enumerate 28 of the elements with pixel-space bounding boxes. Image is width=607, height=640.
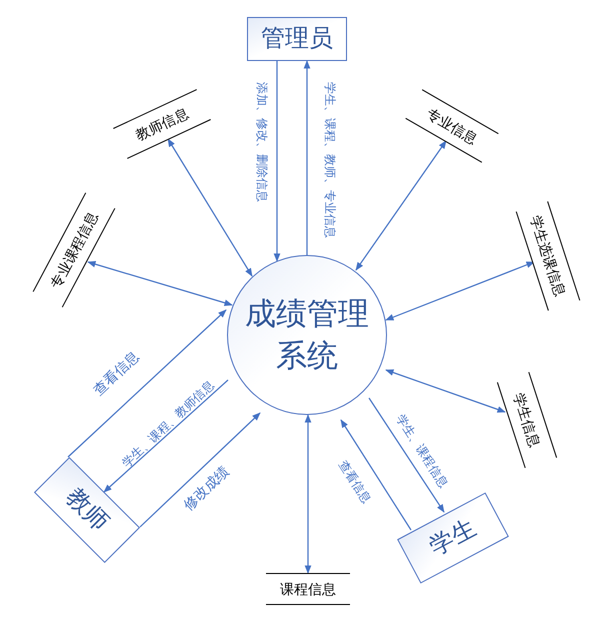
node-label: 管理员 [261,24,333,54]
node-label: 成绩管理系统 [244,295,370,375]
node-label: 学生 [424,513,482,563]
node-label: 教师 [60,482,115,538]
edge-label: 查看信息 [335,457,375,508]
arrow [356,140,446,271]
arrow [368,398,444,513]
node-label: 专业信息 [423,104,482,148]
arrow [304,60,310,255]
edge-label: 学生、课程、教师、专业信息 [322,81,338,240]
node-label: 课程信息 [280,580,336,598]
arrow [274,61,280,262]
arrow [140,412,261,528]
arrow [385,261,535,321]
edge-label: 添加、修改、删除信息 [254,81,270,204]
arrow [68,309,227,458]
arrow [304,414,312,574]
arrow [340,419,412,530]
node-label: 教师信息 [132,103,192,145]
edge-label: 学生、课程信息 [392,410,452,492]
node-label: 学生信息 [510,390,545,450]
arrow [385,369,506,413]
node-label: 专业课程信息 [46,208,102,292]
node-label: 学生选课信息 [526,212,570,300]
arrow [103,380,228,493]
arrow [167,138,253,277]
entity-box [247,17,347,61]
arrow [87,260,233,306]
